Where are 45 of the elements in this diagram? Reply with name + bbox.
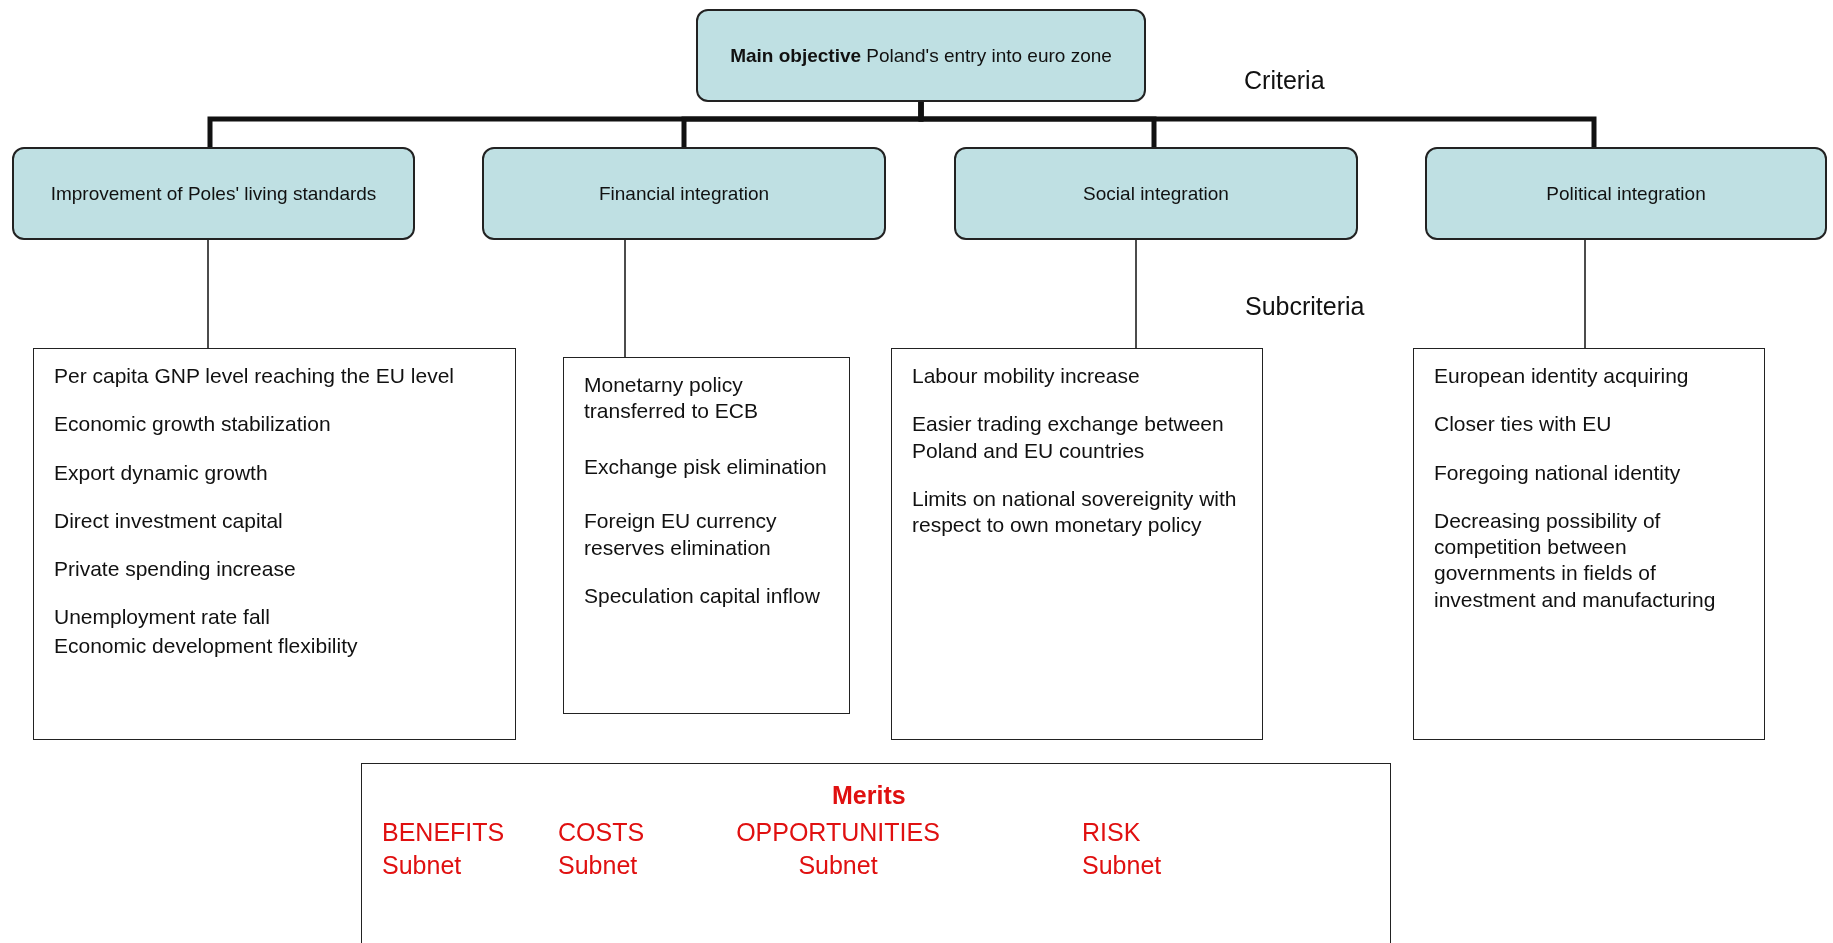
- level-label: Criteria: [1244, 66, 1325, 95]
- connector-line: [207, 239, 209, 349]
- subcriterion-text: Export dynamic growth: [54, 459, 269, 486]
- subcriterion-text: Foreign EU currency reserves elimination: [584, 508, 778, 561]
- criterion-box: [12, 147, 415, 240]
- node-text: Social integration: [1083, 182, 1229, 205]
- subnet-label: BENEFITS Subnet: [382, 817, 506, 881]
- subcriteria-box: [891, 348, 1263, 740]
- merits-heading: Merits: [832, 780, 906, 811]
- subcriterion-text: Monetarny policy transferred to ECB: [584, 372, 759, 425]
- node-text: Main objective Poland's entry into euro zone: [730, 44, 1112, 67]
- subcriteria-box: [563, 357, 850, 714]
- criterion-box: [954, 147, 1358, 240]
- connector-line: [1135, 239, 1137, 349]
- subcriteria-box: [1413, 348, 1765, 740]
- connector-line: [624, 239, 626, 358]
- subcriterion-text: Private spending increase: [54, 556, 297, 582]
- subcriterion-text: Exchange pisk elimination: [584, 453, 828, 480]
- subcriterion-text: Unemployment rate fall: [54, 604, 271, 631]
- subcriteria-box: [33, 348, 516, 740]
- subnet-label: COSTS Subnet: [558, 817, 646, 881]
- objective-box: [696, 9, 1146, 102]
- subcriterion-text: Per capita GNP level reaching the EU level: [54, 363, 455, 389]
- subcriterion-text: Foregoing national identity: [1434, 459, 1682, 486]
- node-text: Financial integration: [598, 182, 769, 205]
- criterion-box: [1425, 147, 1827, 240]
- subnet-label: OPPORTUNITIES Subnet: [735, 817, 941, 881]
- criterion-box: [482, 147, 886, 240]
- merits-box: [361, 763, 1391, 943]
- subcriterion-text: Labour mobility increase: [912, 363, 1141, 389]
- subcriterion-text: Direct investment capital: [54, 507, 284, 534]
- subcriterion-text: European identity acquiring: [1434, 363, 1690, 389]
- node-text: Political integration: [1546, 182, 1706, 205]
- subcriterion-text: Economic development flexibility: [54, 632, 359, 659]
- subcriterion-text: Speculation capital inflow: [584, 582, 821, 609]
- node-text: Improvement of Poles' living standards: [50, 182, 377, 205]
- subcriterion-text: Economic growth stabilization: [54, 411, 332, 438]
- level-label: Subcriteria: [1245, 292, 1365, 321]
- connector-line: [1584, 239, 1586, 349]
- subcriterion-text: Easier trading exchange between Poland and EU countries: [912, 411, 1225, 464]
- connector-line: [918, 102, 1597, 147]
- subcriterion-text: Closer ties with EU: [1434, 411, 1613, 438]
- subcriterion-text: Decreasing possibility of competition between governments in fields of investment and manufacturing: [1434, 507, 1717, 613]
- subnet-label: RISK Subnet: [1082, 817, 1163, 881]
- subcriterion-text: Limits on national sovereignity with respect to own monetary policy: [912, 485, 1238, 538]
